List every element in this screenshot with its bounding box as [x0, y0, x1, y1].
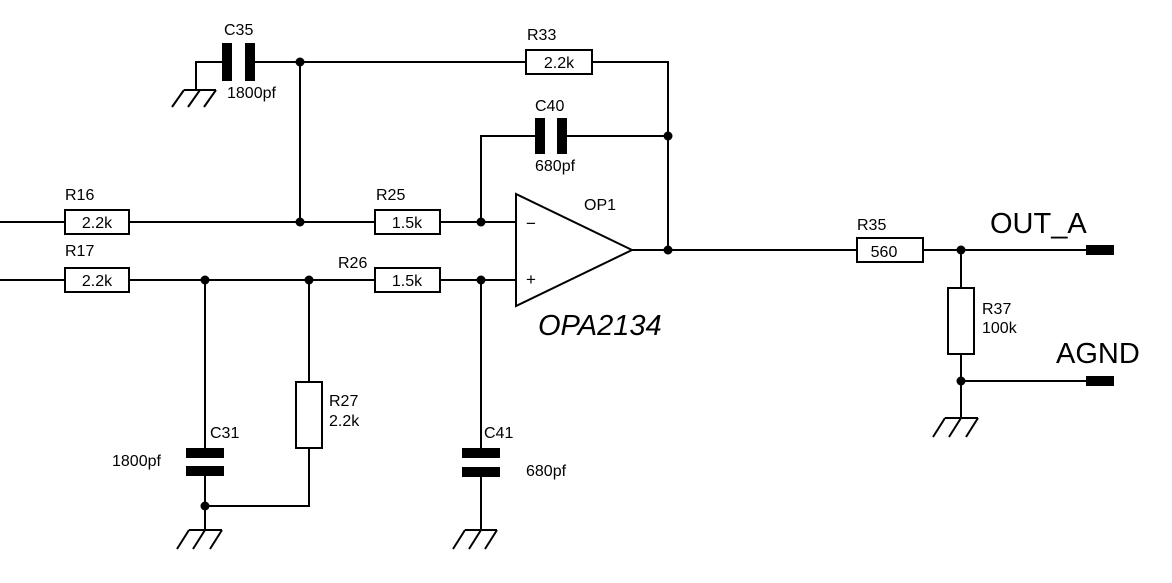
resistor-r25: R25 1.5k: [374, 187, 441, 235]
wire-r33-output: [591, 61, 669, 251]
resistor-value: 1.5k: [392, 273, 423, 290]
op-amp-op1: − + OP1 OPA2134: [515, 192, 662, 342]
resistor-value: 560: [871, 244, 898, 261]
resistor-value: 2.2k: [82, 273, 113, 290]
resistor-body: [525, 49, 593, 75]
resistor-ref: R25: [376, 187, 405, 204]
resistor-ref: R35: [857, 217, 886, 234]
junction-dot: [476, 275, 486, 285]
capacitor-plate: [557, 118, 567, 154]
resistor-r27: R27 2.2k: [295, 381, 360, 449]
port-label: AGND: [1056, 338, 1140, 370]
resistor-body: [374, 267, 441, 293]
capacitor-ref: C31: [210, 425, 239, 442]
port-terminal: [1086, 245, 1114, 255]
capacitor-plate: [222, 43, 232, 81]
wire-r27-bottom: [204, 447, 310, 507]
op-amp-part-number: OPA2134: [538, 310, 662, 342]
junctions: [200, 57, 966, 511]
capacitor-c40: C40 680pf: [535, 98, 576, 175]
junction-dot: [295, 57, 305, 67]
resistor-body: [64, 209, 130, 235]
port-label: OUT_A: [990, 208, 1087, 240]
ground-icon: [932, 417, 979, 438]
wires: [0, 61, 1087, 531]
ground-symbol: [932, 417, 979, 438]
capacitor-ref: C40: [535, 98, 564, 115]
ground-symbol: [176, 529, 223, 550]
resistor-ref: R27: [329, 393, 358, 410]
capacitor-c31: C31 1800pf: [112, 425, 239, 476]
capacitor-plate: [535, 118, 545, 154]
ground-icon: [171, 62, 217, 108]
op-amp-triangle: [515, 192, 635, 308]
junction-dot: [295, 217, 305, 227]
resistor-r17: R17 2.2k: [64, 243, 130, 293]
junction-dot: [200, 501, 210, 511]
junction-dot: [663, 245, 673, 255]
inverting-input-symbol: −: [526, 214, 536, 233]
ground-icon: [452, 529, 498, 550]
wire-c40-left: [480, 135, 536, 223]
op-amp-ref: OP1: [584, 197, 616, 214]
junction-dot: [476, 217, 486, 227]
resistor-ref: R33: [527, 27, 556, 44]
resistor-ref: R37: [982, 301, 1011, 318]
resistor-r26: R26 1.5k: [338, 255, 441, 293]
resistor-value: 2.2k: [544, 55, 575, 72]
ground-icon: [176, 529, 223, 550]
junction-dot: [956, 376, 966, 386]
resistor-r37: R37 100k: [947, 287, 1018, 355]
capacitor-plate: [462, 467, 500, 477]
port-terminal: [1086, 376, 1114, 386]
ground-symbol: [171, 62, 217, 108]
resistor-value: 100k: [982, 320, 1018, 337]
resistor-body: [64, 267, 130, 293]
port-out-a: OUT_A: [990, 208, 1114, 255]
resistor-ref: R16: [65, 187, 94, 204]
junction-dot: [956, 245, 966, 255]
resistor-value: 2.2k: [329, 413, 360, 430]
capacitor-plate: [186, 448, 224, 458]
noninverting-input-symbol: +: [526, 270, 536, 289]
junction-dot: [663, 131, 673, 141]
capacitor-value: 680pf: [535, 158, 576, 175]
capacitor-ref: C41: [484, 425, 513, 442]
capacitor-ref: C35: [224, 22, 253, 39]
junction-dot: [200, 275, 210, 285]
capacitor-plate: [462, 448, 500, 458]
resistor-r35: R35 560: [856, 217, 924, 263]
capacitor-plate: [186, 466, 224, 476]
resistor-body: [295, 381, 323, 449]
junction-dot: [304, 275, 314, 285]
capacitor-value: 1800pf: [227, 85, 276, 102]
resistor-body: [947, 287, 975, 355]
capacitor-c41: C41 680pf: [462, 425, 567, 480]
capacitor-plate: [245, 43, 255, 81]
resistor-body: [856, 237, 924, 263]
resistor-value: 2.2k: [82, 215, 113, 232]
resistor-r33: R33 2.2k: [525, 27, 593, 75]
resistor-value: 1.5k: [392, 215, 423, 232]
capacitor-value: 680pf: [526, 463, 567, 480]
resistor-ref: R17: [65, 243, 94, 260]
capacitor-value: 1800pf: [112, 453, 161, 470]
ground-symbol: [452, 529, 498, 550]
resistor-ref: R26: [338, 255, 367, 272]
resistor-r16: R16 2.2k: [64, 187, 130, 235]
resistor-body: [374, 209, 441, 235]
capacitor-c35: C35 1800pf: [222, 22, 276, 102]
port-agnd: AGND: [1056, 338, 1140, 386]
